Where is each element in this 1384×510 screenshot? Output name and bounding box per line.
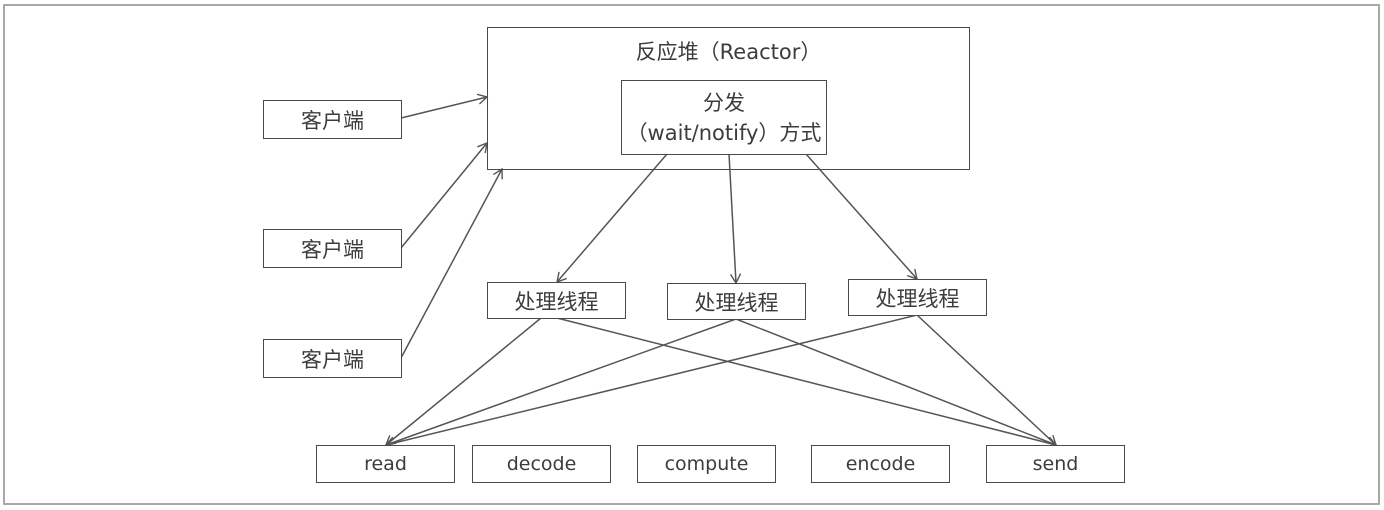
thread-label: 处理线程 xyxy=(875,286,960,311)
arrow-thread-2-to-send xyxy=(735,318,1058,448)
thread-box-2: 处理线程 xyxy=(667,283,806,320)
arrow-client-3-to-reactor xyxy=(400,167,503,359)
arrow-dispatcher-to-thread-1 xyxy=(556,153,668,284)
stage-box-encode: encode xyxy=(811,445,950,483)
client-label: 客户端 xyxy=(301,347,364,372)
thread-box-1: 处理线程 xyxy=(487,282,626,319)
stage-label: encode xyxy=(845,453,916,475)
arrow-thread-3-to-read xyxy=(384,314,918,449)
arrow-thread-2-to-read xyxy=(384,318,737,448)
reactor-title: 反应堆（Reactor） xyxy=(635,40,822,64)
arrow-thread-1-to-read xyxy=(384,317,542,446)
stage-box-read: read xyxy=(316,445,455,483)
arrow-thread-1-to-send xyxy=(556,317,1058,449)
stage-label: decode xyxy=(506,453,577,475)
thread-label: 处理线程 xyxy=(694,290,779,315)
client-box-3: 客户端 xyxy=(263,339,402,378)
client-box-2: 客户端 xyxy=(263,229,402,268)
dispatcher-box: 分发 （wait/notify）方式 xyxy=(621,80,827,155)
arrow-client-1-to-reactor xyxy=(400,93,489,119)
arrow-client-2-to-reactor xyxy=(400,141,488,249)
thread-label: 处理线程 xyxy=(514,289,599,314)
stage-box-send: send xyxy=(986,445,1125,483)
stage-label: send xyxy=(1032,453,1079,475)
arrow-dispatcher-to-thread-2 xyxy=(728,153,742,285)
client-box-1: 客户端 xyxy=(263,100,402,139)
stage-label: read xyxy=(364,453,407,475)
client-label: 客户端 xyxy=(301,108,364,133)
arrow-dispatcher-to-thread-3 xyxy=(805,153,918,281)
client-label: 客户端 xyxy=(301,237,364,262)
stage-box-compute: compute xyxy=(637,445,776,483)
thread-box-3: 处理线程 xyxy=(848,279,987,316)
stage-box-decode: decode xyxy=(472,445,611,483)
arrow-thread-3-to-send xyxy=(916,314,1058,446)
dispatcher-label-line2: （wait/notify）方式 xyxy=(626,120,822,145)
diagram-frame xyxy=(3,4,1380,505)
dispatcher-label-line1: 分发 xyxy=(703,90,745,115)
stage-label: compute xyxy=(664,453,749,475)
